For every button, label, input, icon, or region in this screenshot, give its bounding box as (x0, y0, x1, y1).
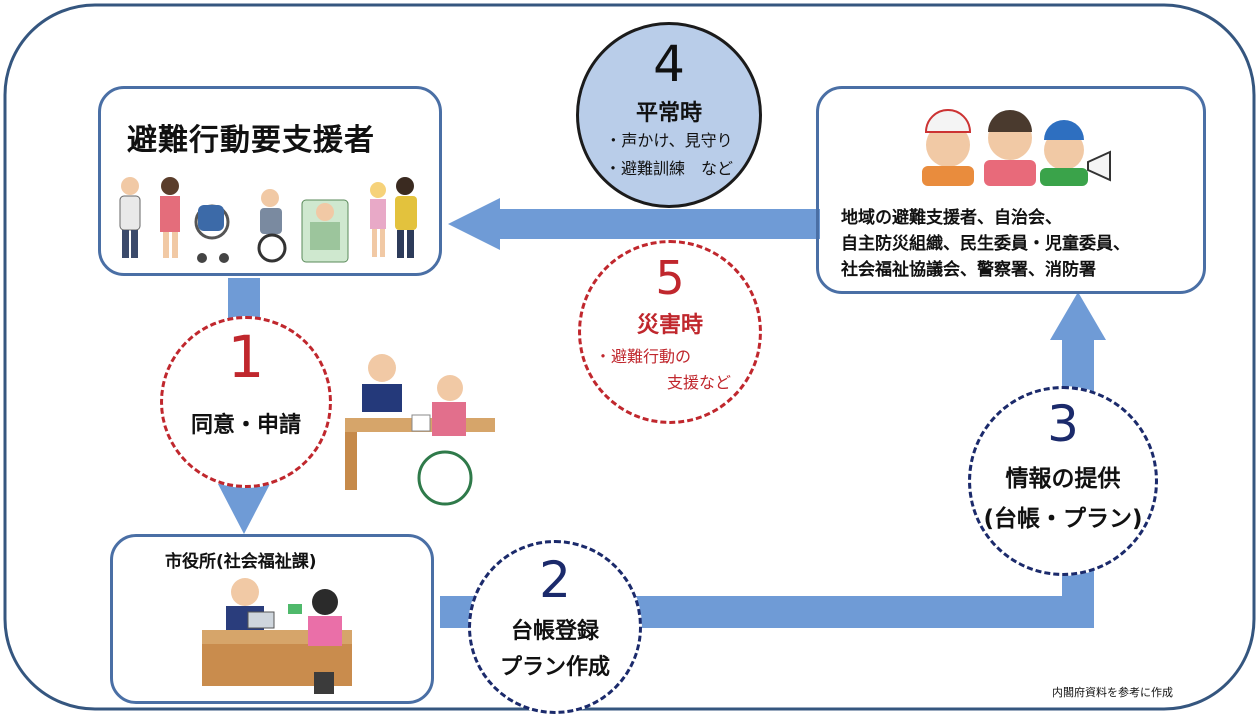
arrow-left-head (448, 198, 500, 250)
step-4-circle: 4 平常時 ・声かけ、見守り ・避難訓練 など (576, 22, 762, 208)
arrow-down-head (218, 484, 270, 534)
step-2-number: 2 (539, 551, 571, 609)
step-4-line-1: ・声かけ、見守り (605, 131, 733, 150)
step-5-circle: 5 災害時 ・避難行動の 支援など (578, 240, 762, 424)
supporters-box: 避難行動要支援者 (98, 86, 442, 276)
step-5-line-2: 支援など (667, 373, 732, 392)
community-people-illustration (922, 109, 1111, 186)
step-2-circle: 2 台帳登録 プラン作成 (468, 540, 642, 714)
step-3-circle: 3 情報の提供 (台帳・プラン) (968, 386, 1158, 576)
cityhall-illustration (202, 578, 352, 694)
step-5-number: 5 (655, 251, 685, 305)
step-4-line-2: ・避難訓練 など (604, 159, 733, 178)
step-4-heading: 平常時 (635, 101, 702, 126)
arrow-left-shaft (500, 209, 820, 239)
source-note: 内閣府資料を参考に作成 (1052, 686, 1173, 699)
step-3-line-2: (台帳・プラン) (983, 506, 1143, 532)
community-line-3: 社会福祉協議会、警察署、消防署 (841, 260, 1096, 280)
step-5-heading: 災害時 (636, 313, 703, 338)
cityhall-box: 市役所(社会福祉課) (110, 534, 434, 704)
step-3-number: 3 (1047, 395, 1079, 453)
supporters-title: 避難行動要支援者 (127, 123, 375, 158)
consultation-illustration (345, 354, 495, 506)
step-1-circle: 1 同意・申請 (160, 316, 332, 488)
community-line-1: 地域の避難支援者、自治会、 (841, 208, 1062, 228)
step-3-line-1: 情報の提供 (1005, 466, 1121, 492)
cityhall-title: 市役所(社会福祉課) (165, 552, 317, 572)
step-1-number: 1 (227, 323, 265, 391)
step-2-line-1: 台帳登録 (510, 619, 599, 644)
step-4-number: 4 (653, 35, 685, 93)
arrow-up-head (1050, 292, 1106, 340)
step-2-line-2: プラン作成 (499, 655, 610, 680)
step-5-line-1: ・避難行動の (595, 347, 692, 366)
outer-frame (3, 3, 1256, 711)
community-box: 地域の避難支援者、自治会、 自主防災組織、民生委員・児童委員、 社会福祉協議会、… (816, 86, 1206, 294)
community-line-2: 自主防災組織、民生委員・児童委員、 (841, 234, 1130, 254)
step-1-label: 同意・申請 (190, 413, 301, 438)
